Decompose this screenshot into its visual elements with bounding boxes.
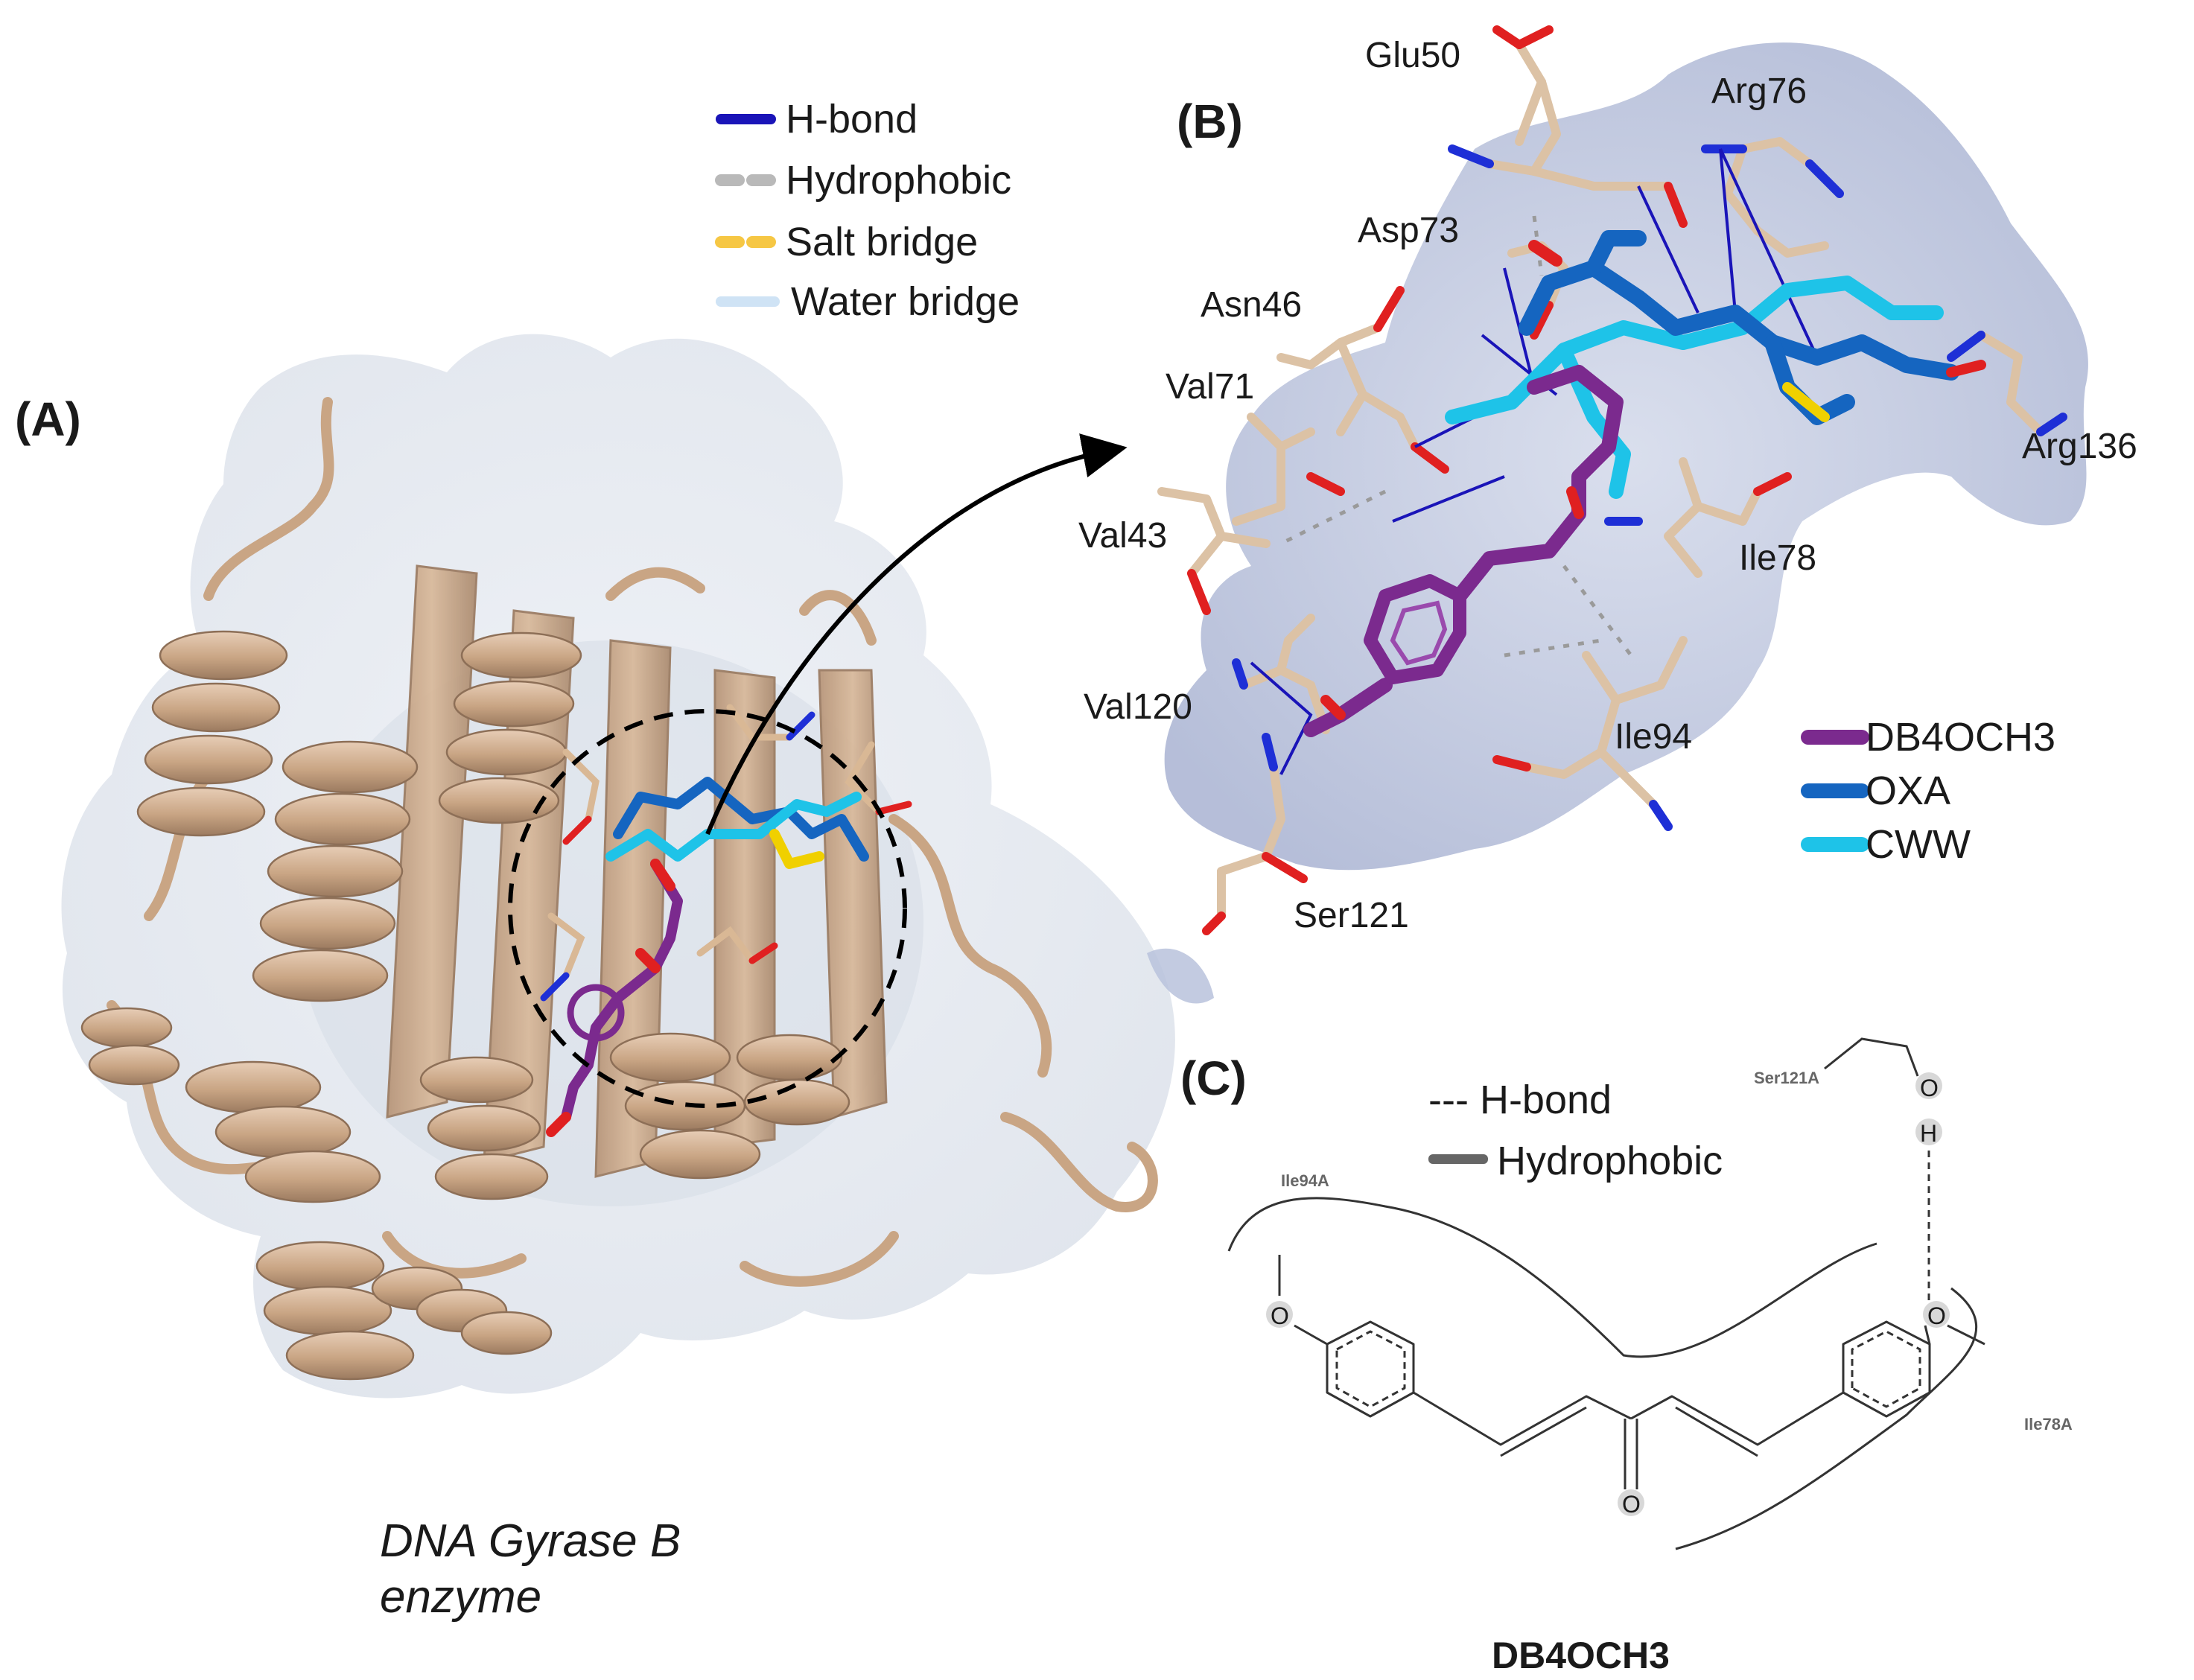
atom-o-right: O	[1927, 1302, 1946, 1329]
legend-db4och3: DB4OCH3	[1801, 715, 2055, 760]
label-ser121a: Ser121A	[1754, 1069, 1819, 1087]
residue-labels-b: Glu50 Arg76 Asp73 Asn46 Val71 Arg136 Val…	[1078, 36, 2137, 935]
label-ile94: Ile94	[1615, 717, 1692, 757]
legend-hydrophobic: Hydrophobic	[715, 158, 1011, 203]
oxa-a	[613, 777, 869, 862]
helix-10	[80, 1007, 180, 1086]
caption-line-1: DNA Gyrase B	[380, 1515, 681, 1567]
interaction-legend: H-bond Hydrophobic Salt bridge Water bri…	[715, 97, 1020, 324]
ser121-sidechain	[1824, 1037, 1919, 1077]
panel-c: (C) --- H-bond Hydrophobic Ser121A Ile94…	[1180, 1037, 2073, 1676]
legend-c-hydrophobic: Hydrophobic	[1497, 1139, 1723, 1183]
atom-bg-o-ser	[1915, 1072, 1942, 1099]
atom-o-ser: O	[1920, 1075, 1939, 1101]
protein-loops	[106, 397, 1158, 1287]
panel-a: (A)	[15, 334, 1175, 1623]
label-val43: Val43	[1078, 516, 1167, 556]
legend-cww: CWW	[1801, 822, 1971, 867]
label-asn46: Asn46	[1201, 285, 1302, 325]
label-ile78a: Ile78A	[2024, 1415, 2073, 1434]
svg-text:OXA: OXA	[1866, 769, 1950, 813]
helix-5	[419, 1056, 549, 1200]
legend-water-bridge: Water bridge	[716, 279, 1020, 324]
legend-hbond: H-bond	[716, 97, 918, 141]
dbo-b	[1452, 365, 1624, 603]
legend-c-hbond: --- H-bond	[1428, 1078, 1612, 1122]
helix-8	[255, 1241, 415, 1381]
label-ile94a: Ile94A	[1281, 1171, 1329, 1190]
atom-bg-o-carbonyl	[1618, 1489, 1644, 1516]
label-ser121: Ser121	[1294, 896, 1409, 935]
dbo-ring-b	[1364, 574, 1466, 684]
alpha-helices	[80, 630, 850, 1381]
helix-6	[609, 1032, 761, 1180]
focus-circle	[508, 709, 907, 1108]
helix-1	[136, 630, 288, 837]
db4och3-structure	[1278, 1255, 1985, 1489]
svg-text:H-bond: H-bond	[786, 97, 918, 141]
atom-h: H	[1920, 1120, 1937, 1147]
svg-text:CWW: CWW	[1866, 822, 1971, 867]
atom-bg-h	[1915, 1119, 1942, 1145]
helix-2	[252, 740, 419, 1002]
atom-o-left: O	[1271, 1302, 1289, 1329]
label-arg136: Arg136	[2022, 427, 2137, 466]
atom-bg-o-left	[1266, 1301, 1293, 1328]
helix-9	[371, 1266, 553, 1355]
legend-oxa: OXA	[1801, 769, 1950, 813]
svg-text:Water bridge: Water bridge	[791, 279, 1020, 324]
label-glu50: Glu50	[1365, 36, 1460, 75]
dbo-ring-a	[567, 984, 625, 1042]
panel-a-label: (A)	[15, 392, 81, 446]
atom-bg-o-right	[1923, 1301, 1950, 1328]
molecule-name: DB4OCH3	[1492, 1635, 1670, 1676]
legend-c-hydrophobic-swatch	[1428, 1154, 1488, 1164]
helix-4	[185, 1060, 381, 1203]
oxa-b	[1519, 260, 1959, 381]
label-arg76: Arg76	[1711, 71, 1807, 111]
hydrophobic-arcs	[1227, 1197, 1978, 1550]
svg-text:Salt bridge: Salt bridge	[786, 220, 978, 264]
ligand-legend: DB4OCH3 OXA CWW	[1801, 715, 2055, 867]
panel-c-label: (C)	[1180, 1051, 1247, 1105]
label-val71: Val71	[1166, 367, 1254, 407]
panel-b: (B)	[1078, 25, 2137, 1004]
atom-o-carbonyl: O	[1622, 1491, 1641, 1518]
label-val120: Val120	[1084, 687, 1192, 727]
cww-a	[605, 792, 862, 862]
helix-7	[736, 1034, 850, 1126]
pocket-fragment	[1147, 948, 1214, 1004]
zoom-arrow	[705, 433, 1128, 836]
svg-text:DB4OCH3: DB4OCH3	[1866, 715, 2055, 760]
ligands-b	[1303, 230, 1986, 737]
cww-b	[1445, 276, 1944, 424]
svg-text:Hydrophobic: Hydrophobic	[786, 158, 1011, 203]
caption-line-2: enzyme	[380, 1571, 541, 1623]
label-ile78: Ile78	[1739, 538, 1816, 578]
panel-b-label: (B)	[1177, 95, 1243, 148]
label-asp73: Asp73	[1358, 211, 1459, 250]
legend-salt-bridge: Salt bridge	[715, 220, 978, 264]
